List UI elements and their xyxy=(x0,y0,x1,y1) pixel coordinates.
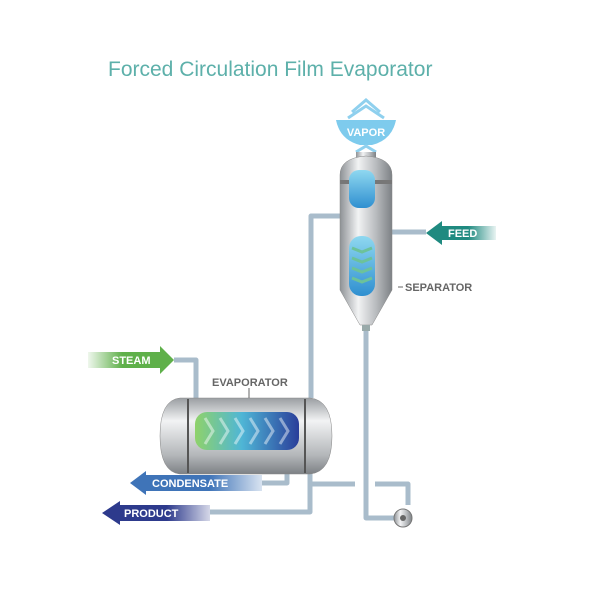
evaporator-flow-chevrons-icon xyxy=(203,417,290,445)
vapor-rising-chevron-icon xyxy=(355,144,377,154)
vapor-cloud xyxy=(336,120,396,145)
separator-bottom-pipe xyxy=(363,330,396,521)
separator-vessel xyxy=(339,152,393,331)
evaporator-label: EVAPORATOR xyxy=(212,377,288,389)
separator-label: SEPARATOR xyxy=(405,282,472,294)
product-arrow: PRODUCT xyxy=(102,501,210,525)
product-pipe xyxy=(210,472,313,515)
condensate-arrow: CONDENSATE xyxy=(130,471,262,495)
steam-pipe xyxy=(174,357,199,398)
product-label: PRODUCT xyxy=(124,508,179,520)
feed-arrow: FEED xyxy=(426,221,496,245)
product-arrow-shape xyxy=(102,501,210,525)
condensate-label: CONDENSATE xyxy=(152,478,228,490)
separator-to-evaporator-pipe xyxy=(308,213,340,398)
separator-upper-window xyxy=(349,170,375,208)
feed-label: FEED xyxy=(448,228,477,240)
evaporator-vessel xyxy=(159,397,333,475)
steam-arrow: STEAM xyxy=(88,346,174,374)
separator-lower-window xyxy=(349,236,375,296)
diagram-title: Forced Circulation Film Evaporator xyxy=(108,58,433,81)
condensate-pipe xyxy=(262,472,290,486)
condensate-arrow-shape xyxy=(130,471,262,495)
recirculation-pipe xyxy=(312,481,411,505)
vapor-label: VAPOR xyxy=(347,127,385,139)
feed-arrow-shape xyxy=(426,221,496,245)
vapor-chevrons-icon xyxy=(347,98,385,120)
steam-arrow-shape xyxy=(88,346,174,374)
evaporator-tube-bundle xyxy=(195,412,299,450)
separator-baffles xyxy=(351,246,373,284)
vapor-outlet: VAPOR xyxy=(336,98,396,154)
pump-hub xyxy=(400,515,406,521)
pipes xyxy=(174,213,426,521)
pump xyxy=(393,508,413,528)
steam-label: STEAM xyxy=(112,355,151,367)
separator-bottom-nozzle xyxy=(362,325,370,331)
